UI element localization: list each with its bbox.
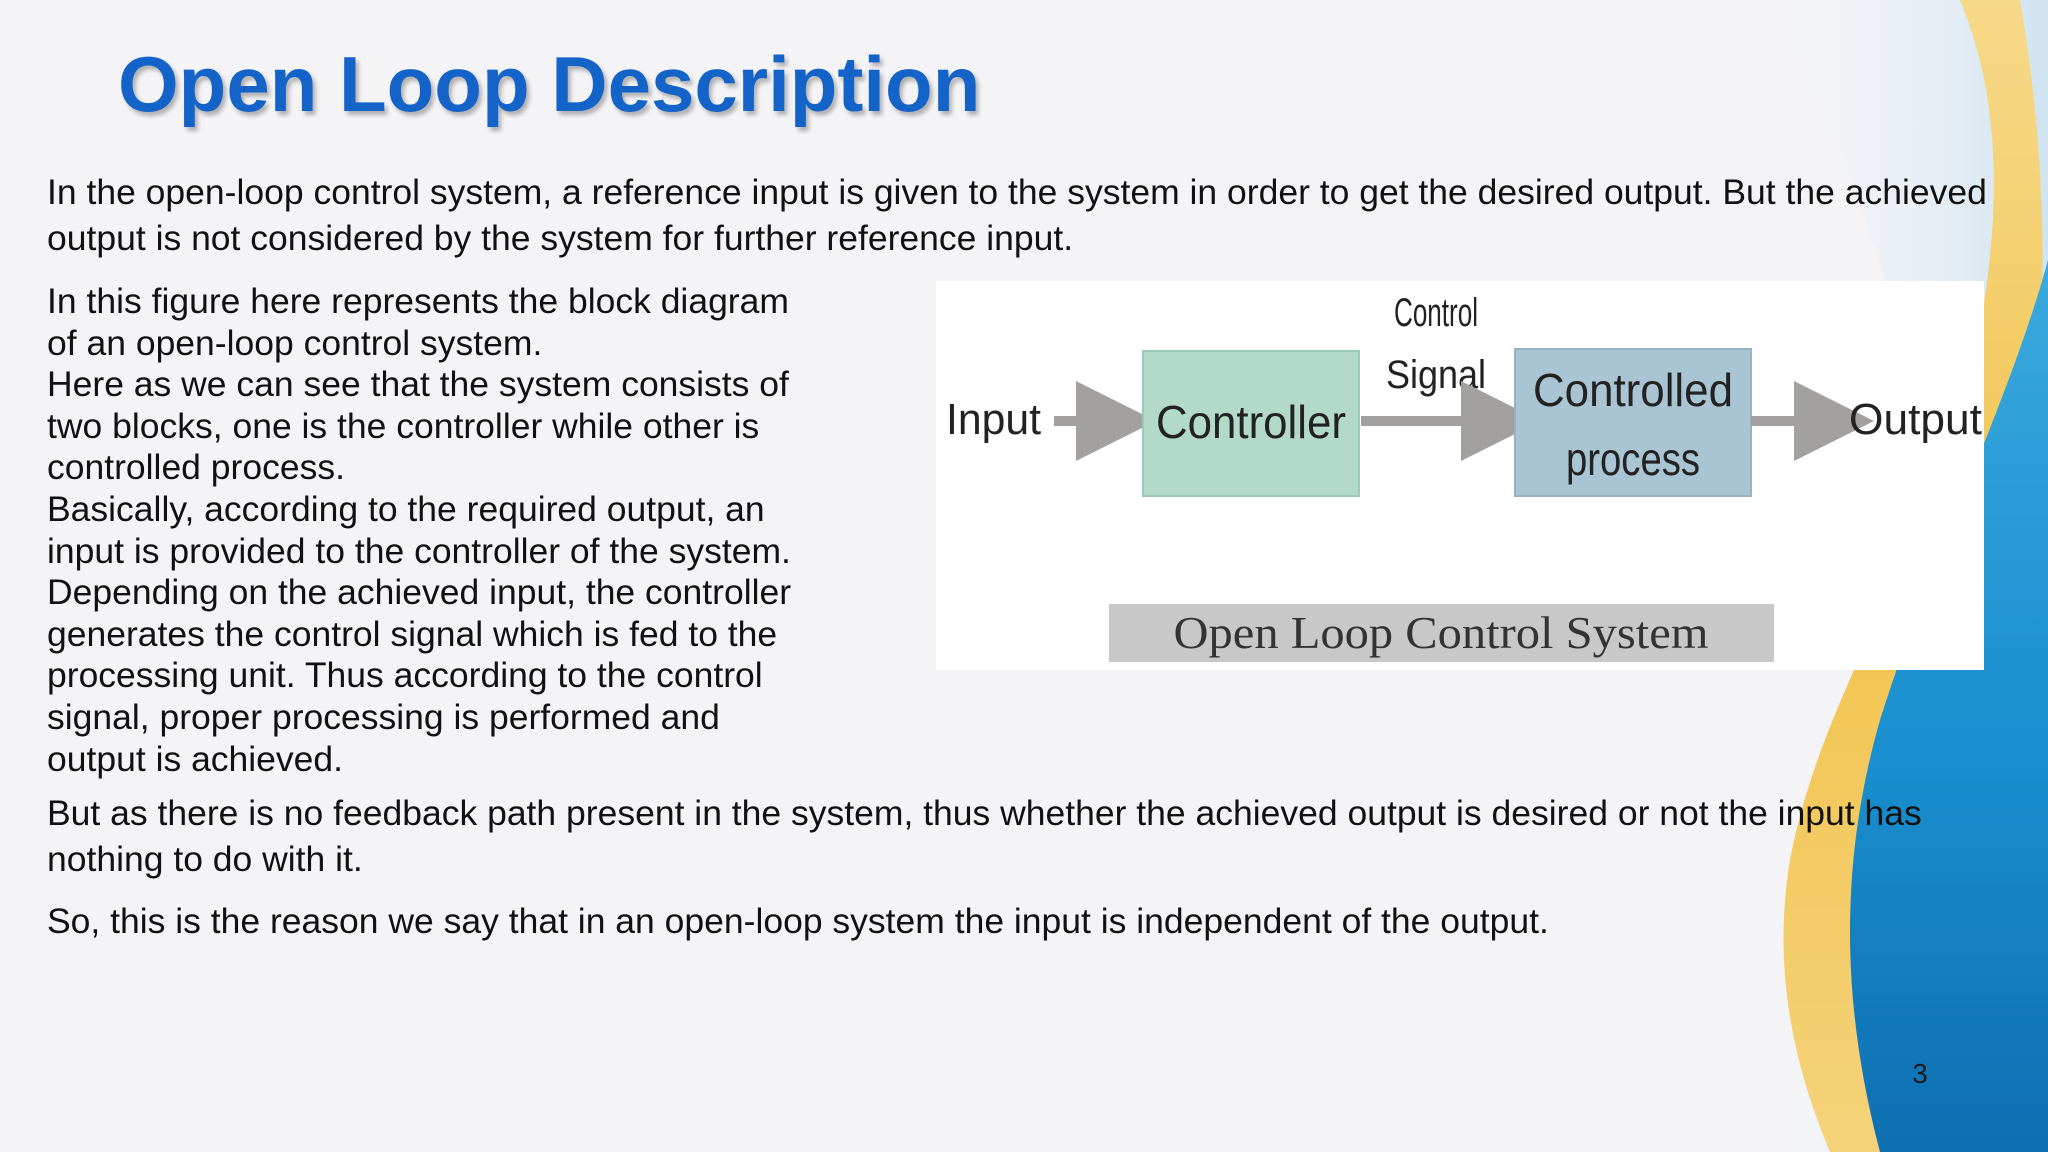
controlled-process-label-line2: process xyxy=(1566,433,1700,485)
controller-block xyxy=(1142,350,1360,497)
text-line: input is provided to the controller of t… xyxy=(47,530,791,571)
input-label: Input xyxy=(946,395,1041,444)
text-line: Basically, according to the required out… xyxy=(47,488,765,529)
controller-label: Controller xyxy=(1156,396,1346,448)
text-line: processing unit. Thus according to the c… xyxy=(47,655,763,696)
text-line: In this figure here represents the block… xyxy=(47,281,789,321)
block-diagram-image: Input Controller Control Signal Controll… xyxy=(936,281,1984,670)
feedback-paragraph: But as there is no feedback path present… xyxy=(47,793,1922,879)
slide-title: Open Loop Description xyxy=(118,40,981,128)
controlled-process-block xyxy=(1514,348,1752,497)
control-signal-label-line2: Signal xyxy=(1386,353,1486,397)
caption-bar xyxy=(1109,604,1774,662)
text-line: two blocks, one is the controller while … xyxy=(47,405,760,446)
page-number: 3 xyxy=(1912,1058,1928,1089)
text-line: Here as we can see that the system consi… xyxy=(47,364,789,405)
text-line: output is achieved. xyxy=(47,738,344,779)
text-line: controlled process. xyxy=(47,447,345,488)
text-line: Depending on the achieved input, the con… xyxy=(47,572,792,613)
block-diagram: Input Controller Control Signal Controll… xyxy=(946,291,1982,662)
conclusion-paragraph: So, this is the reason we say that in an… xyxy=(47,901,1549,941)
controlled-process-label-line1: Controlled xyxy=(1533,364,1733,416)
text-line: generates the control signal which is fe… xyxy=(47,613,778,654)
diagram-caption: Open Loop Control System xyxy=(1174,607,1709,658)
text-line: signal, proper processing is performed a… xyxy=(47,696,720,737)
control-signal-label-line1: Control xyxy=(1394,291,1478,335)
intro-paragraph: In the open-loop control system, a refer… xyxy=(47,172,1987,258)
text-line: of an open-loop control system. xyxy=(47,322,543,363)
output-label: Output xyxy=(1849,395,1982,444)
explanation-text-block: In this figure here represents the block… xyxy=(47,281,877,780)
